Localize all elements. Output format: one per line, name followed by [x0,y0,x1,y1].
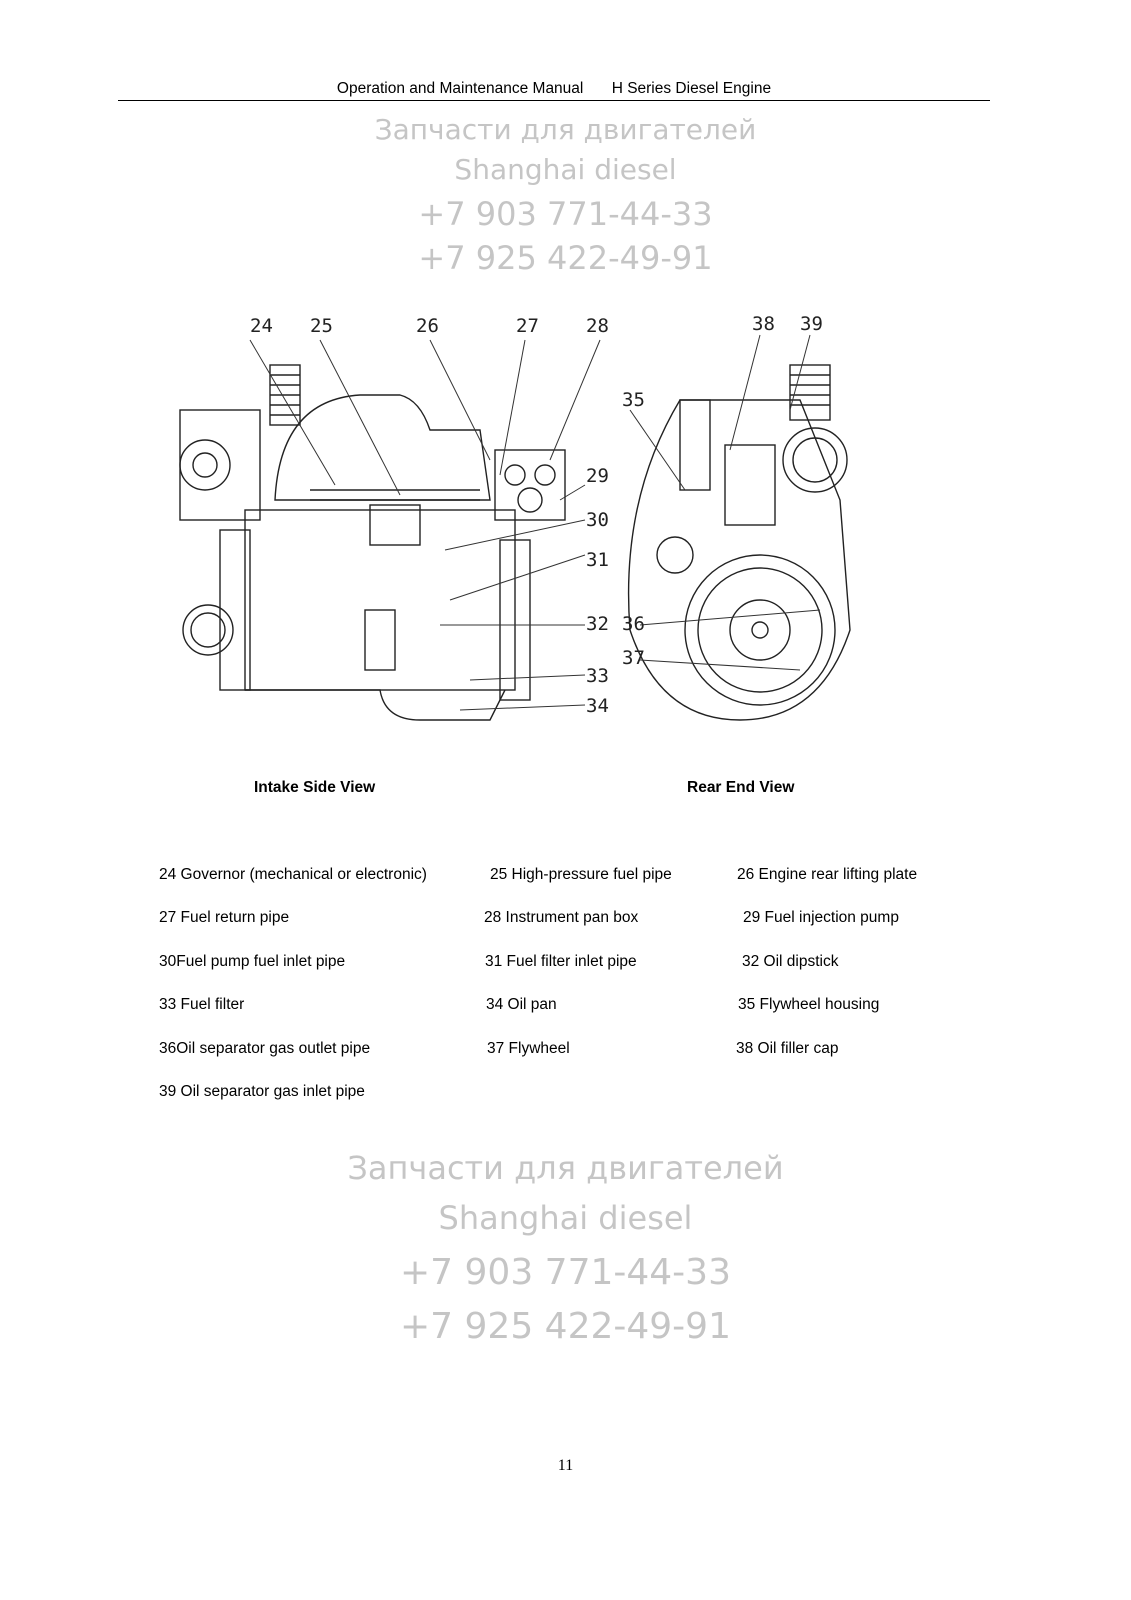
legend-item: 24 Governor (mechanical or electronic) [159,866,427,883]
callout-39: 39 [800,313,823,335]
legend-item: 37 Flywheel [487,1040,570,1057]
callout-26: 26 [416,315,439,337]
leader-lines [249,334,821,711]
legend-item: 25 High-pressure fuel pipe [490,866,672,883]
callout-labels: 24 25 26 27 28 29 30 31 32 33 34 35 36 3… [250,313,823,717]
header-rule [118,100,990,101]
watermark-line3: +7 903 771-44-33 [418,195,713,233]
legend-item: 33 Fuel filter [159,996,245,1013]
callout-30: 30 [586,509,609,531]
callout-24: 24 [250,315,273,337]
callout-34: 34 [586,695,609,717]
caption-rear-end-view: Rear End View [687,779,795,796]
callout-29: 29 [586,465,609,487]
rear-end-view-drawing [627,364,851,721]
watermark-line3-b: +7 903 771-44-33 [400,1252,731,1293]
watermark-line2-b: Shanghai diesel [438,1199,693,1237]
header-manual-title: Operation and Maintenance Manual [336,80,584,97]
legend-item: 28 Instrument pan box [484,909,639,926]
legend-item: 30Fuel pump fuel inlet pipe [159,953,346,970]
legend-item: 29 Fuel injection pump [743,909,899,926]
watermark-line2: Shanghai diesel [454,153,677,186]
callout-38: 38 [752,313,775,335]
legend-item: 31 Fuel filter inlet pipe [485,953,637,970]
callout-36: 36 [622,613,645,635]
callout-25: 25 [310,315,333,337]
watermark-line1-b: Запчасти для двигателей [347,1149,784,1187]
watermark-line4: +7 925 422-49-91 [418,239,713,277]
callout-31: 31 [586,549,609,571]
legend-item: 26 Engine rear lifting plate [737,866,918,883]
watermark-line1: Запчасти для двигателей [374,113,757,146]
legend-item: 34 Oil pan [486,996,557,1013]
running-header: Operation and Maintenance Manual H Serie… [118,80,990,98]
legend-item: 39 Oil separator gas inlet pipe [159,1083,365,1100]
caption-intake-side-view: Intake Side View [254,779,376,796]
callout-28: 28 [586,315,609,337]
callout-37: 37 [622,647,645,669]
engine-figure: 24 25 26 27 28 29 30 31 32 33 34 35 36 3… [179,313,851,721]
callout-35: 35 [622,389,645,411]
legend-item: 36Oil separator gas outlet pipe [159,1040,371,1057]
legend-item: 38 Oil filler cap [736,1040,839,1057]
callout-27: 27 [516,315,539,337]
header-series-title: H Series Diesel Engine [611,80,772,97]
watermark-line4-b: +7 925 422-49-91 [400,1306,731,1347]
callout-32: 32 [586,613,609,635]
callout-33: 33 [586,665,609,687]
legend-item: 32 Oil dipstick [742,953,839,970]
legend-item: 27 Fuel return pipe [159,909,290,926]
page-number: 11 [557,1457,574,1474]
intake-side-view-drawing [179,364,566,721]
legend-item: 35 Flywheel housing [738,996,880,1013]
